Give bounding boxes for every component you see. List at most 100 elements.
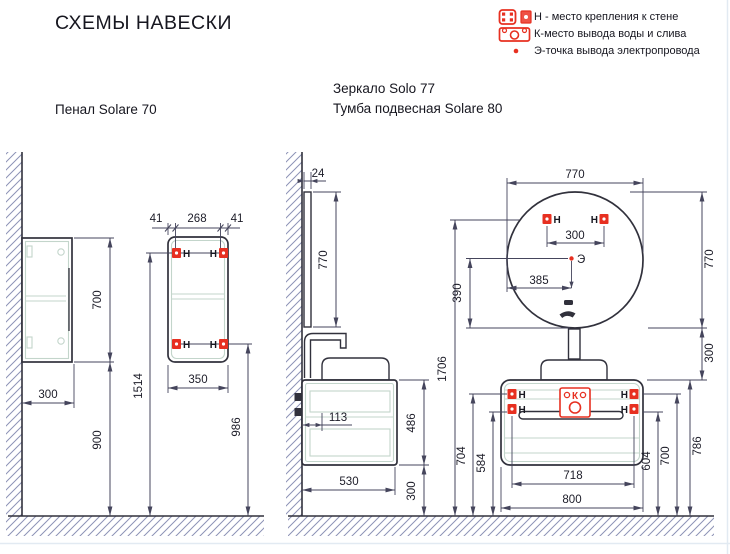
dim-vanity-mount-lower-right-label: 604 — [641, 451, 653, 471]
legend-water-drain-label: К-место вывода воды и слива — [534, 27, 687, 40]
dim-penal-offset-left-label: 41 — [150, 213, 163, 225]
dim-penal-floor-to-bottom-label: 900 — [92, 430, 104, 449]
mirror-vanity-section: 24 770 — [286, 152, 716, 536]
dim-vanity-floor-clearance: 300 — [406, 465, 427, 516]
dim-vanity-mount-span: 718 — [511, 416, 635, 488]
vanity-mount-label-tr: Н — [621, 390, 628, 401]
dim-mirror-gap-below-label: 300 — [704, 343, 716, 362]
legend-row-water-drain: К-место вывода воды и слива — [498, 26, 700, 42]
dim-mirror-diameter-label: 770 — [565, 169, 584, 181]
dim-penal-width-label: 350 — [188, 374, 207, 386]
dim-mirror-electric-height: 390 — [452, 258, 570, 329]
dim-vanity-mount-lower-left: 584 — [476, 412, 496, 516]
dim-penal-mount-span-label: 268 — [187, 213, 206, 225]
dim-vanity-top-height: 786 — [687, 380, 704, 516]
dim-vanity-mount-lower-left-label: 584 — [476, 453, 488, 473]
dim-penal-mount-top: 1514 — [133, 253, 153, 516]
mirror-front-view — [506, 191, 644, 329]
dim-penal-mount-bottom: 986 — [231, 344, 251, 516]
dim-vanity-width: 800 — [500, 467, 644, 512]
penal-front-view — [167, 236, 229, 363]
dim-mirror-depth-label: 24 — [312, 168, 325, 180]
legend: Н - место крепления к стене К-место выво… — [498, 8, 700, 60]
dim-vanity-floor-clearance-label: 300 — [406, 481, 418, 500]
floor-hatch-left — [6, 516, 264, 536]
penal-side-view — [21, 237, 73, 363]
dim-penal-depth: 300 — [22, 364, 75, 408]
electric-point-icon — [513, 48, 519, 53]
penal-mount-points: Н Н Н Н — [172, 248, 228, 351]
dim-mirror-mount-height-label: 1706 — [437, 356, 449, 382]
dim-penal-floor-to-bottom: 900 — [92, 362, 113, 516]
mirror-mount-label-l: Н — [554, 215, 561, 226]
dim-vanity-mount-lower-right: 604 — [641, 412, 661, 516]
dim-vanity-mount-upper-left: 704 — [456, 394, 476, 516]
penal-mount-label-br: Н — [210, 340, 217, 351]
floor-hatch-middle — [288, 516, 714, 536]
dim-mirror-height-label: 770 — [704, 249, 716, 268]
dim-penal-top-offsets: 41 268 41 — [150, 213, 244, 250]
dim-vanity-depth-label: 530 — [339, 476, 358, 488]
vanity-side-view — [294, 379, 398, 466]
legend-wall-mount-label: Н - место крепления к стене — [534, 10, 679, 23]
dim-vanity-mount-span-label: 718 — [563, 470, 582, 482]
vanity-mount-points: Н Н Н Н — [507, 389, 639, 416]
dim-mirror-height: 770 — [699, 192, 716, 328]
vanity-mount-label-tl: Н — [519, 390, 526, 401]
dim-vanity-depth: 530 — [302, 467, 396, 495]
dim-mirror-diameter: 770 — [506, 169, 644, 292]
mirror-bracket — [567, 328, 581, 360]
penal-mount-label-bl: Н — [183, 340, 190, 351]
dim-mirror-gap-below: 300 — [699, 328, 716, 380]
penal-mount-label-tr: Н — [210, 249, 217, 260]
wall-hatch-middle — [286, 152, 302, 516]
penal-title: Пенал Solare 70 — [55, 102, 157, 117]
mirror-side-view — [303, 191, 312, 328]
vanity-mount-label-br: Н — [621, 405, 628, 416]
dim-penal-mount-top-label: 1514 — [133, 373, 145, 399]
mirror-sensor-icon — [559, 300, 576, 318]
dim-mirror-depth: 24 — [297, 168, 326, 189]
dim-vanity-mount-upper-right: 700 — [660, 394, 680, 516]
faucet-side-view — [303, 332, 347, 378]
dim-penal-depth-label: 300 — [38, 389, 57, 401]
dim-vanity-height-side: 486 — [399, 379, 429, 466]
electric-point: Э — [466, 254, 585, 288]
penal-mount-label-tl: Н — [183, 249, 190, 260]
dim-mirror-mount-height: 1706 — [437, 219, 541, 516]
dim-mirror-side-height-label: 770 — [318, 250, 330, 269]
dim-penal-height-label: 700 — [92, 290, 104, 309]
dim-vanity-drain-offset-label: 113 — [329, 412, 347, 424]
sink-front-view — [540, 359, 608, 381]
dim-mirror-electric-offset: 385 — [507, 275, 572, 291]
vanity-title: Тумба подвесная Solare 80 — [333, 101, 503, 116]
dim-vanity-mount-upper-right-label: 700 — [660, 446, 672, 465]
mirror-mount-points: Н Н — [542, 214, 609, 226]
dim-penal-height: 700 — [74, 237, 114, 363]
dim-penal-width: 350 — [167, 365, 229, 393]
mirror-title: Зеркало Solo 77 — [333, 81, 435, 96]
vanity-water-drain-label: К — [572, 391, 579, 402]
electric-point-label: Э — [577, 254, 585, 266]
page-title: СХЕМЫ НАВЕСКИ — [55, 12, 232, 34]
wall-hatch-left — [6, 152, 22, 516]
dim-mirror-mount-span: 300 — [546, 226, 605, 247]
dim-vanity-height-label: 486 — [406, 413, 418, 432]
dim-mirror-side-height: 770 — [313, 191, 341, 328]
penal-section: 700 900 300 — [6, 152, 264, 536]
vanity-mount-label-bl: Н — [519, 405, 526, 416]
legend-row-electric: Э-точка вывода электропровода — [498, 43, 700, 58]
dim-vanity-top-height-label: 786 — [692, 436, 704, 455]
dim-penal-offset-right-label: 41 — [231, 213, 244, 225]
legend-row-wall-mount: Н - место крепления к стене — [498, 8, 700, 25]
dim-mirror-mount-span-label: 300 — [565, 230, 584, 242]
vanity-water-drain-point: К — [559, 387, 591, 418]
dim-vanity-width-label: 800 — [562, 494, 581, 506]
water-drain-icon — [498, 26, 531, 42]
dim-electric-offset-label: 385 — [529, 275, 548, 287]
dim-vanity-drain-offset: 113 — [303, 412, 352, 431]
wall-bracket-upper — [294, 393, 302, 401]
mirror-mount-label-r: Н — [591, 215, 598, 226]
